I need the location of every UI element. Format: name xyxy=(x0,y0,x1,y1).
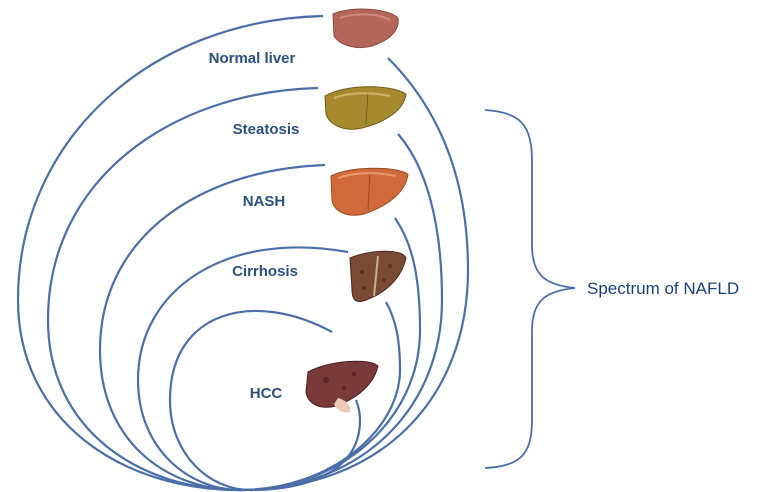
stage-label-cirrhosis: Cirrhosis xyxy=(232,263,298,280)
stage-label-hcc: HCC xyxy=(250,385,283,402)
stage-label-nash: NASH xyxy=(243,193,286,210)
spectrum-label: Spectrum of NAFLD xyxy=(587,279,739,298)
nash-liver-icon xyxy=(331,168,408,215)
normal-liver-icon xyxy=(333,9,398,47)
stage-label-normal-liver: Normal liver xyxy=(209,50,296,67)
cirrhotic-liver-icon xyxy=(350,251,406,301)
spectrum-brace xyxy=(485,110,575,468)
hcc-liver-icon xyxy=(306,361,378,412)
steatotic-liver-icon xyxy=(325,87,406,130)
stage-label-steatosis: Steatosis xyxy=(233,121,300,138)
